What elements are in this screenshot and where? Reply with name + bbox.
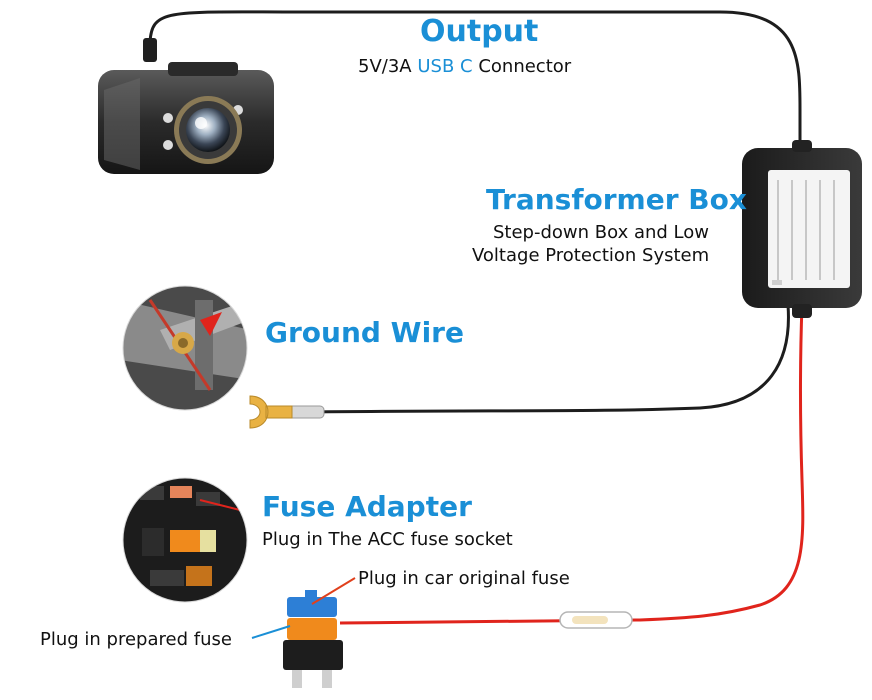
output-spec-prefix: 5V/3A (358, 56, 412, 77)
fuse-subtitle: Plug in The ACC fuse socket (262, 529, 513, 550)
ground-title: Ground Wire (265, 316, 464, 349)
callout-prepared-fuse: Plug in prepared fuse (40, 629, 232, 650)
usb-c-cable (148, 10, 802, 150)
output-title: Output (420, 14, 539, 49)
output-spec-highlight: USB C (417, 56, 473, 77)
ground-bolt-photo (123, 286, 247, 410)
ring-terminal (249, 395, 293, 429)
transformer-box-image (742, 140, 862, 318)
usb-c-plug (143, 38, 157, 62)
fuse-box-photo (123, 478, 247, 602)
callout-original-fuse: Plug in car original fuse (358, 568, 570, 589)
fuse-title: Fuse Adapter (262, 490, 472, 523)
output-spec-suffix: Connector (478, 56, 572, 77)
ground-wire (299, 304, 790, 414)
fuse-tap-adapter (283, 590, 343, 688)
transformer-line2: Voltage Protection System (472, 245, 710, 266)
callout-line-prepared (251, 625, 291, 639)
transformer-line1: Step-down Box and Low (493, 222, 709, 243)
output-spec: 5V/3A USB C Connector (358, 56, 571, 77)
red-power-wire (339, 304, 805, 625)
dash-cam-image (98, 62, 274, 174)
transformer-title: Transformer Box (486, 183, 747, 216)
callout-line-original (311, 577, 356, 605)
